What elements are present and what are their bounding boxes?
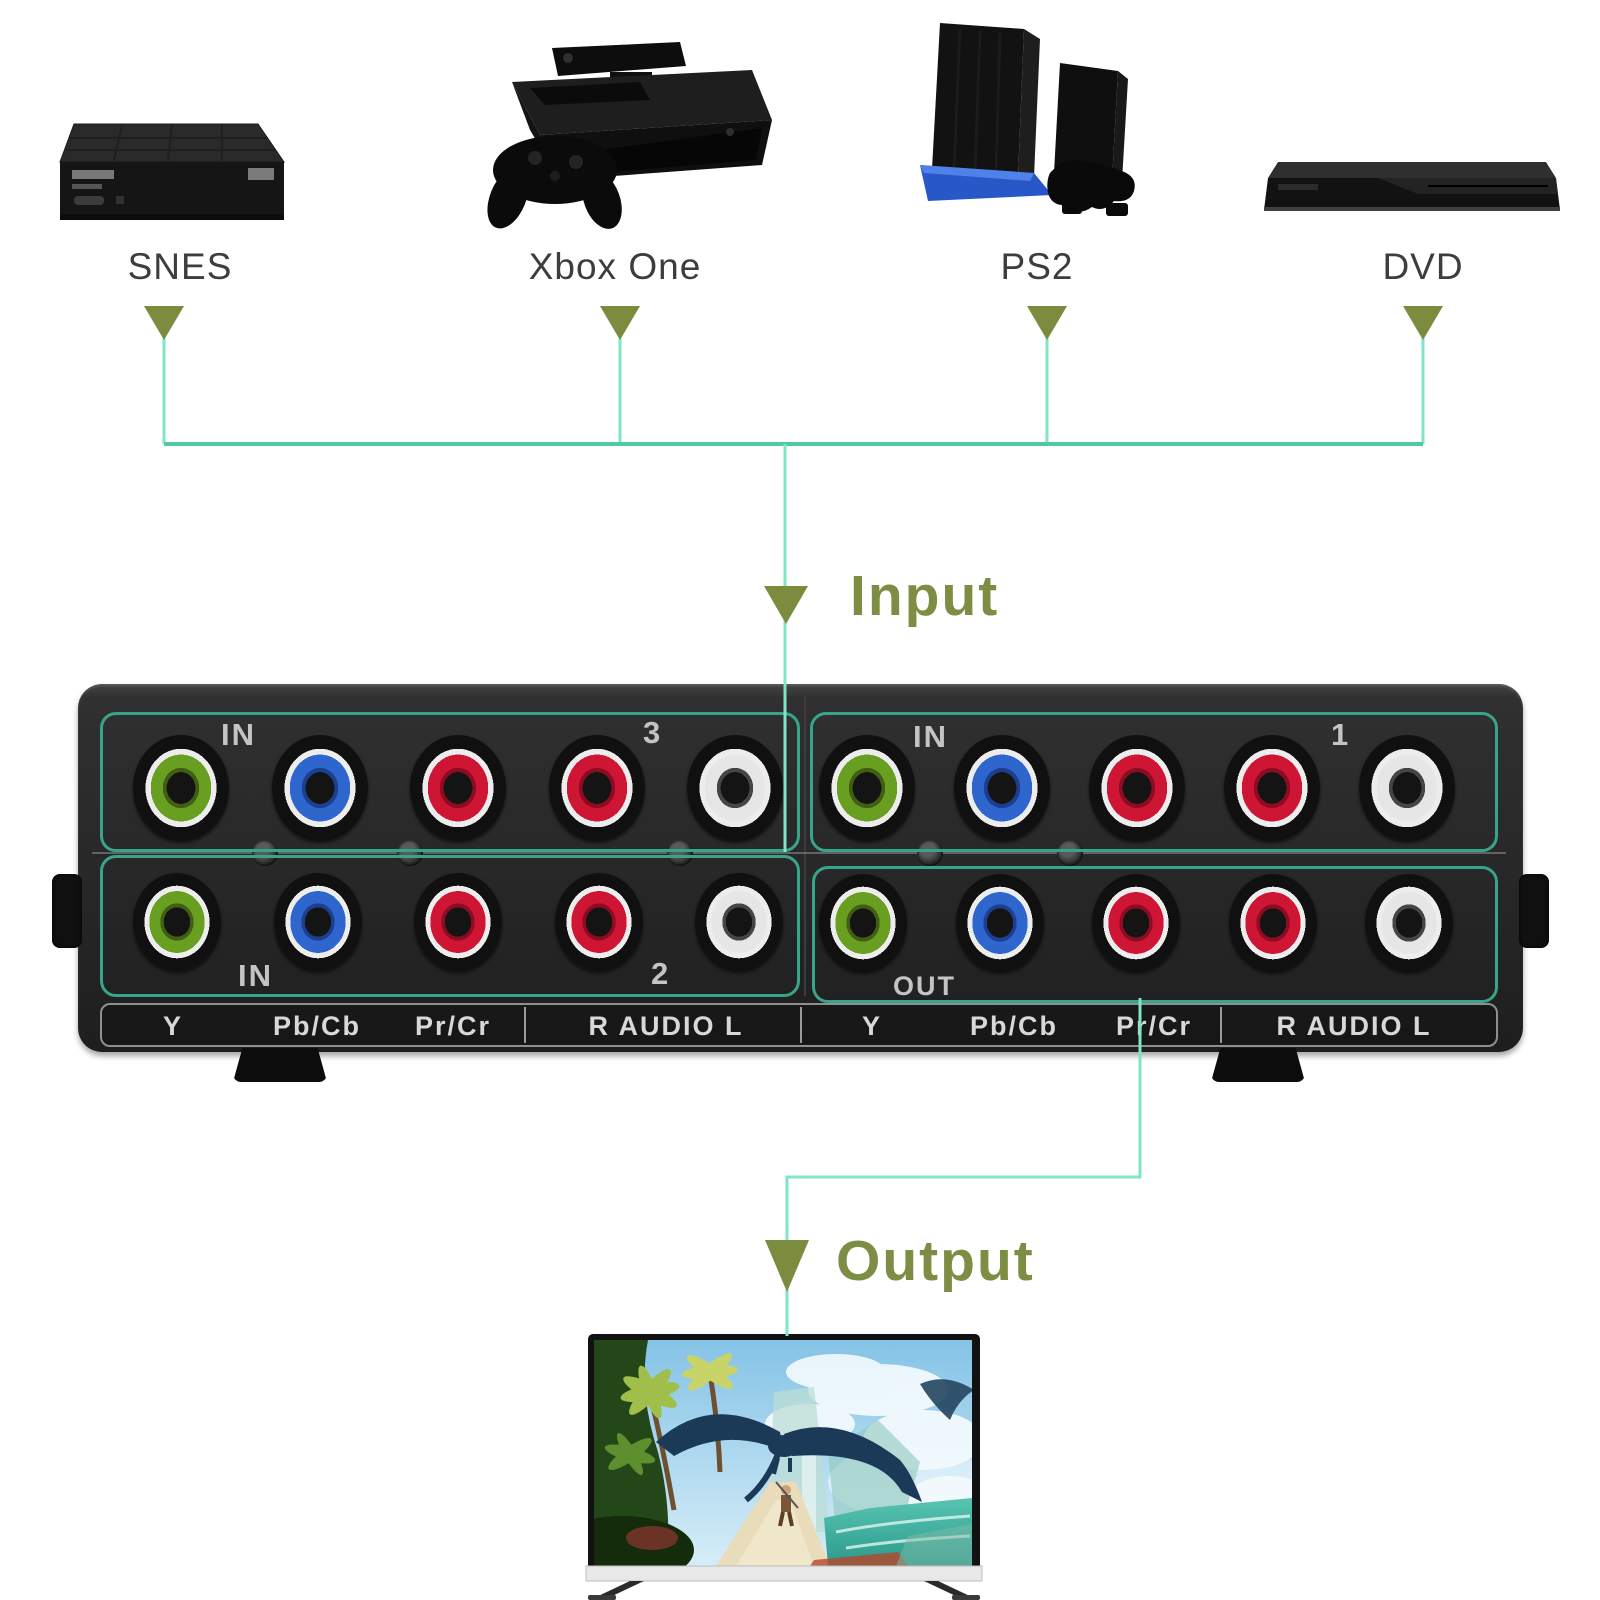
screw-icon <box>917 840 943 866</box>
group-in-label: IN <box>221 717 256 752</box>
rca-port-blue <box>273 873 362 971</box>
input-label: Input <box>850 564 1000 628</box>
tv-stand <box>588 1581 980 1600</box>
rca-port-red <box>548 735 645 841</box>
rca-port-red <box>414 873 502 971</box>
ps2-arrow-icon <box>1027 306 1067 340</box>
output-label: Output <box>836 1229 1035 1293</box>
strip-divider <box>524 1007 526 1043</box>
rca-port-white <box>1359 735 1455 841</box>
rca-port-red <box>1089 735 1185 841</box>
input-group-3: IN 3 <box>100 712 800 852</box>
output-group: OUT <box>812 866 1498 1003</box>
snes-label: SNES <box>127 246 233 287</box>
screw-icon <box>667 840 693 866</box>
group-number-label: 1 <box>1331 717 1351 752</box>
strip-divider <box>1220 1007 1222 1043</box>
group-number-label: 3 <box>643 715 663 750</box>
input-group-2: IN 2 <box>100 855 800 997</box>
rca-port-blue <box>954 735 1050 841</box>
xbox-one-label: Xbox One <box>528 246 702 287</box>
screw-icon <box>397 840 423 866</box>
screw-icon <box>252 840 278 866</box>
component-video-switcher: IN 3 IN 1 IN 2 OUT Y Pb/Cb Pr/Cr R AUDIO… <box>52 684 1549 1082</box>
rca-port-red <box>1228 874 1317 972</box>
ps2-label: PS2 <box>1000 246 1074 287</box>
xbox-arrow-icon <box>600 306 640 340</box>
rca-port-red <box>1224 735 1320 841</box>
strip-divider <box>800 1007 802 1043</box>
output-arrow-icon <box>765 1240 809 1292</box>
panel-seam <box>804 696 806 996</box>
switcher-foot <box>1211 1048 1305 1082</box>
rca-port-red <box>554 873 643 971</box>
input-arrow-icon <box>764 586 808 624</box>
rca-port-white <box>687 735 783 841</box>
rca-port-row <box>133 873 783 971</box>
snes-device-image <box>59 123 285 220</box>
dragon-machine <box>656 1414 922 1503</box>
connector-label-strip: Y Pb/Cb Pr/Cr R AUDIO L Y Pb/Cb Pr/Cr R … <box>100 1003 1498 1047</box>
rca-port-green <box>133 735 229 841</box>
rca-port-green <box>819 735 915 841</box>
ps2-controller <box>1047 160 1135 212</box>
rca-port-white <box>695 873 783 971</box>
xbox-controller <box>487 136 622 229</box>
switcher-foot <box>233 1048 327 1082</box>
xbox-one-device-image <box>487 42 772 229</box>
ps2-device-image <box>920 23 1135 216</box>
tv-image <box>585 1334 983 1600</box>
game-character <box>775 1481 799 1527</box>
rca-port-red <box>410 735 506 841</box>
side-knob <box>1519 874 1549 948</box>
strip-label-pbcb: Pb/Cb <box>273 1011 361 1041</box>
rca-port-row <box>819 874 1453 972</box>
group-in-label: IN <box>238 958 273 993</box>
rca-port-white <box>1365 874 1453 972</box>
strip-label-prcr: Pr/Cr <box>1115 1011 1193 1041</box>
strip-label-prcr: Pr/Cr <box>414 1011 492 1041</box>
rca-port-row <box>819 735 1455 841</box>
group-in-label: IN <box>913 719 948 754</box>
tv-screen-art <box>594 1340 972 1566</box>
strip-label-y: Y <box>861 1011 883 1041</box>
strip-label-y: Y <box>162 1011 184 1041</box>
rca-port-row <box>133 735 783 841</box>
rca-port-green <box>133 873 221 971</box>
strip-label-audio: R AUDIO L <box>588 1011 744 1041</box>
snes-arrow-icon <box>144 306 184 340</box>
group-out-label: OUT <box>893 971 956 1001</box>
rca-port-red <box>1092 874 1180 972</box>
rca-port-blue <box>955 874 1044 972</box>
strip-label-audio: R AUDIO L <box>1276 1011 1432 1041</box>
input-group-1: IN 1 <box>810 712 1498 852</box>
group-number-label: 2 <box>651 956 671 991</box>
dvd-player-device-image <box>1264 162 1560 211</box>
panel-divider <box>92 852 1506 854</box>
strip-label-pbcb: Pb/Cb <box>970 1011 1058 1041</box>
dvd-label: DVD <box>1382 246 1464 287</box>
dvd-arrow-icon <box>1403 306 1443 340</box>
screw-icon <box>1057 840 1083 866</box>
rca-port-blue <box>271 735 368 841</box>
rca-port-green <box>819 874 907 972</box>
side-knob <box>52 874 82 948</box>
